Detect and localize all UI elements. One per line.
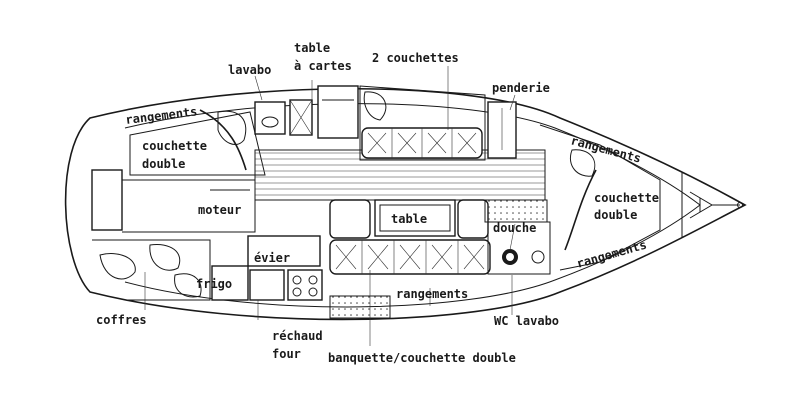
engine-left-block xyxy=(91,169,123,231)
coffres-area xyxy=(92,239,211,301)
burner-2 xyxy=(308,275,318,285)
coffre-cushion-2 xyxy=(149,243,181,271)
label-2-couchettes: 2 couchettes xyxy=(372,51,459,65)
chart-table xyxy=(317,85,359,139)
engine-area xyxy=(122,179,256,233)
label-rangements-bottom-right: rangements xyxy=(575,238,648,271)
wc-toilet-inner xyxy=(506,253,514,261)
leader-lines xyxy=(144,66,516,346)
burner-4 xyxy=(308,287,318,297)
saloon-table-inner xyxy=(379,204,451,232)
wc-compartment xyxy=(487,221,551,275)
label-penderie: penderie xyxy=(492,81,550,95)
lavabo-basin xyxy=(261,116,279,128)
rechaud-grill xyxy=(329,295,391,319)
burner-1 xyxy=(292,275,302,285)
right-berth xyxy=(539,124,661,271)
label-coffres: coffres xyxy=(96,313,147,327)
left-berth-pillow xyxy=(199,109,247,171)
shower-area xyxy=(484,199,548,223)
wc-sink xyxy=(531,250,545,264)
hull-outline xyxy=(64,87,747,321)
chart-table-x xyxy=(289,99,313,136)
two-berths-area xyxy=(359,85,486,161)
bow-anchor xyxy=(689,191,740,219)
bow-fitting xyxy=(737,202,743,208)
pillow-shape-2 xyxy=(363,91,387,121)
galley-four xyxy=(287,269,323,301)
right-berth-pillow xyxy=(564,169,597,251)
label-lavabo: lavabo xyxy=(228,63,271,77)
galley-evier xyxy=(247,235,321,267)
label-banquette: banquette/couchette double xyxy=(328,351,516,365)
burner-3 xyxy=(292,287,302,297)
lavabo-box xyxy=(254,101,286,135)
label-moteur: moteur xyxy=(198,203,241,217)
label-frigo: frigo xyxy=(196,277,232,291)
label-table: table xyxy=(391,212,427,226)
galley-frigo xyxy=(211,265,249,301)
label-douche: douche xyxy=(493,221,536,235)
bottom-cushions xyxy=(329,199,491,275)
coffre-cushion-1 xyxy=(99,253,136,280)
label-evier: évier xyxy=(254,251,290,265)
pillow-shape-3 xyxy=(570,149,596,177)
coffre-cushion-3 xyxy=(174,273,202,298)
label-wc-lavabo: WC lavabo xyxy=(494,314,559,328)
label-rangements-top-right: rangements xyxy=(569,133,642,165)
top-cushions xyxy=(361,127,483,159)
saloon-table xyxy=(374,199,456,237)
pillow-shape-1 xyxy=(217,110,247,145)
galley-rechaud xyxy=(249,269,285,301)
label-rangements-bottom: rangements xyxy=(396,287,468,301)
